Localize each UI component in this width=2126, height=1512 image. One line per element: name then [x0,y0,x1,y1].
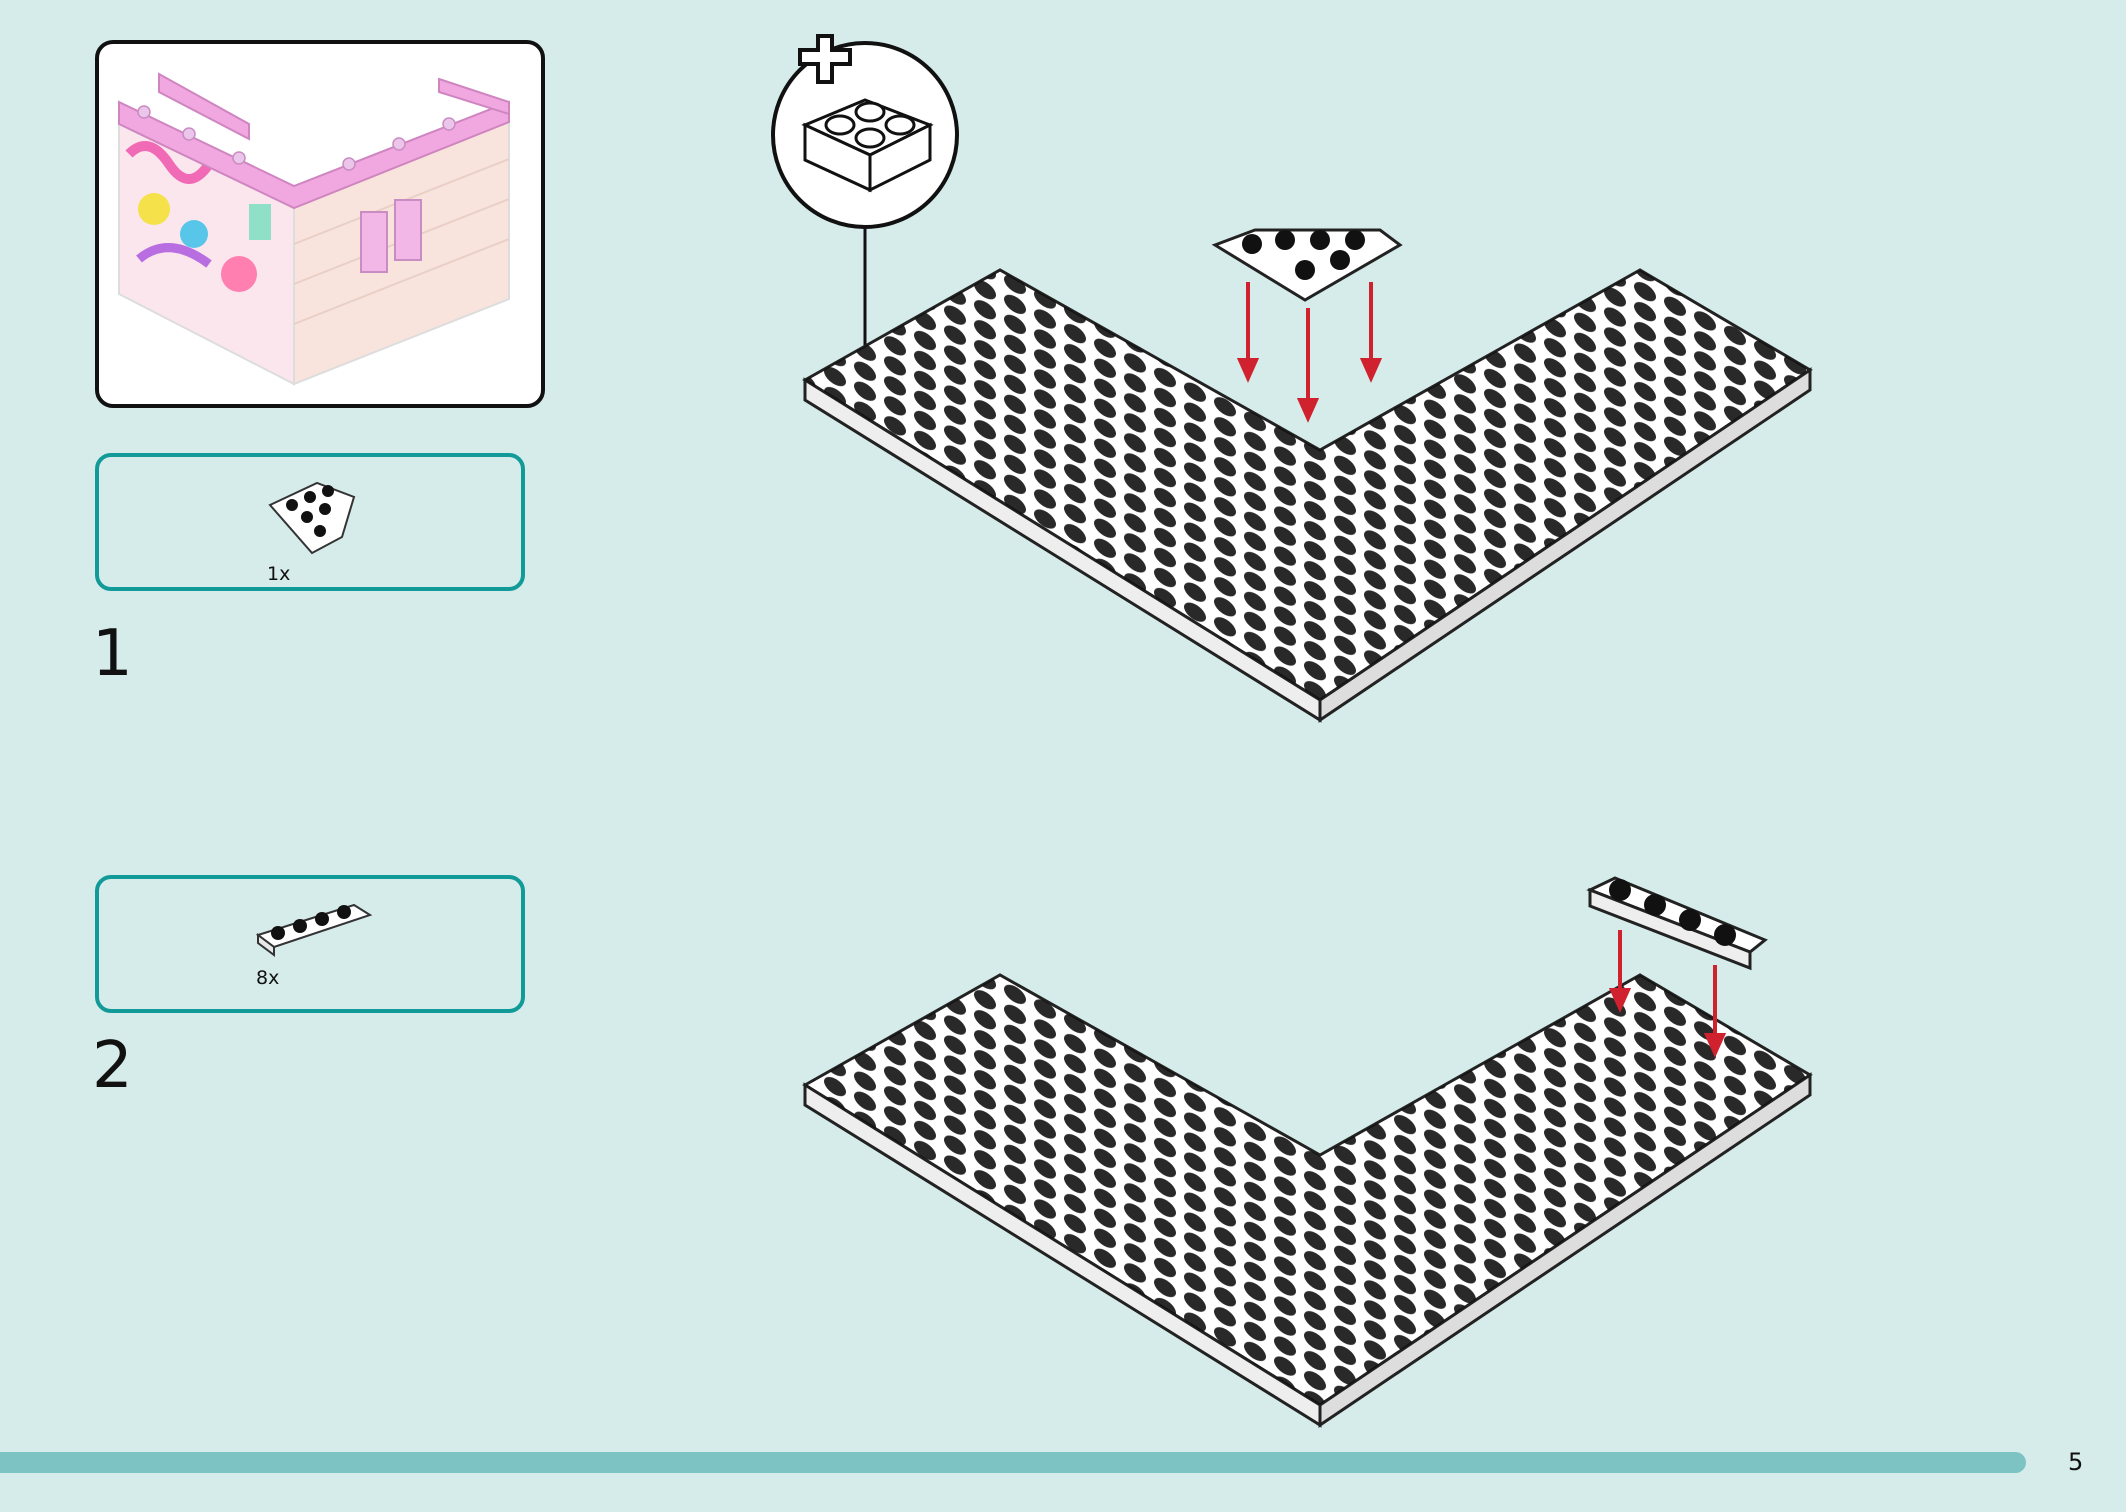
footer-progress-bar [0,1452,2026,1473]
step-1-build-illustration [771,34,1813,723]
parts-callout-step-2: 8x [95,875,525,1013]
submodel-illustration [118,72,510,386]
step-2-build-illustration [802,876,1813,1428]
step-number: 1 [92,617,133,691]
part-quantity: 8x [256,967,280,989]
part-quantity: 1x [267,563,291,585]
submodel-preview [95,40,545,408]
plus-brick-icon [771,34,959,350]
step-number: 2 [92,1029,133,1103]
parts-callout-step-1: 1x [95,453,525,591]
page-number: 5 [2068,1448,2084,1476]
red-arrow-icon [1236,282,1383,423]
plate-1x4-icon [255,903,373,957]
wedge-plate-icon [268,481,356,555]
red-arrow-icon [1608,930,1727,1058]
